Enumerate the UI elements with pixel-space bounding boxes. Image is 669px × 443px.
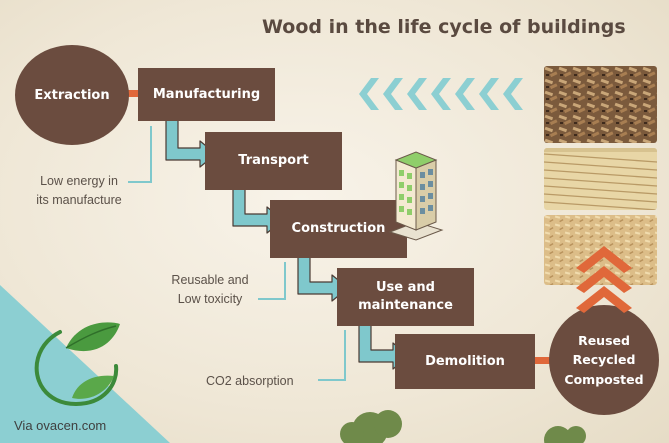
- extraction-label: Extraction: [34, 87, 110, 103]
- chevron-left-icon: [359, 78, 523, 110]
- energy-note: Low energy in its manufacture: [24, 172, 134, 210]
- demolition-box: Demolition: [395, 334, 535, 389]
- reusable-note: Reusable and Low toxicity: [160, 271, 260, 309]
- construction-label: Construction: [291, 221, 386, 237]
- demolition-label: Demolition: [425, 353, 505, 369]
- lumber-planks-image: [544, 148, 657, 210]
- energy-leader: [150, 126, 152, 182]
- recycled-label: Recycled: [572, 352, 636, 368]
- co2-leader: [344, 330, 346, 380]
- extraction-circle: Extraction: [15, 45, 129, 145]
- co2-leader-foot: [318, 379, 346, 381]
- reusable-note-line2: Low toxicity: [177, 291, 243, 306]
- chevron-up-icon: [576, 246, 632, 313]
- reusable-leader: [284, 262, 286, 300]
- building-icon: [388, 151, 444, 241]
- energy-note-line1: Low energy in: [40, 174, 118, 188]
- transport-box: Transport: [205, 132, 342, 190]
- use-label-line2: maintenance: [358, 298, 453, 313]
- transport-label: Transport: [238, 153, 309, 169]
- reusable-leader-foot: [258, 298, 286, 300]
- tree-tops: [340, 410, 586, 443]
- wood-chips-image: [544, 66, 657, 143]
- use-maintenance-box: Use and maintenance: [337, 268, 474, 326]
- use-label-line1: Use and: [376, 280, 435, 296]
- leaf-logo-icon: [34, 322, 120, 406]
- energy-leader-foot: [128, 181, 152, 183]
- construction-box: Construction: [270, 200, 407, 258]
- co2-note: CO2 absorption: [206, 374, 294, 388]
- diagram-title: Wood in the life cycle of buildings: [262, 16, 626, 38]
- energy-note-line2: its manufacture: [36, 192, 122, 207]
- reusable-note-line1: Reusable and: [171, 273, 249, 287]
- composted-label: Composted: [564, 371, 644, 387]
- reused-label: Reused: [578, 332, 630, 348]
- source-credit: Via ovacen.com: [14, 418, 107, 433]
- end-circle: Reused Recycled Composted: [549, 305, 659, 415]
- manufacturing-box: Manufacturing: [138, 68, 275, 121]
- manufacturing-label: Manufacturing: [152, 86, 261, 102]
